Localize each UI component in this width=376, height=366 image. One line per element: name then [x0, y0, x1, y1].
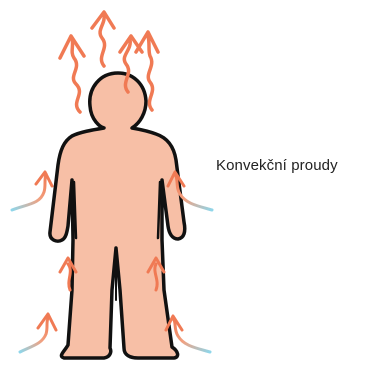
- convection-label: Konvekční proudy: [216, 157, 338, 174]
- stream-left-upper: [12, 172, 52, 210]
- heat-arrow-center: [92, 12, 114, 66]
- human-body-shape: [50, 73, 185, 358]
- heat-arrow-left: [60, 36, 84, 112]
- human-figure: [50, 73, 185, 358]
- stream-left-lower: [20, 314, 56, 352]
